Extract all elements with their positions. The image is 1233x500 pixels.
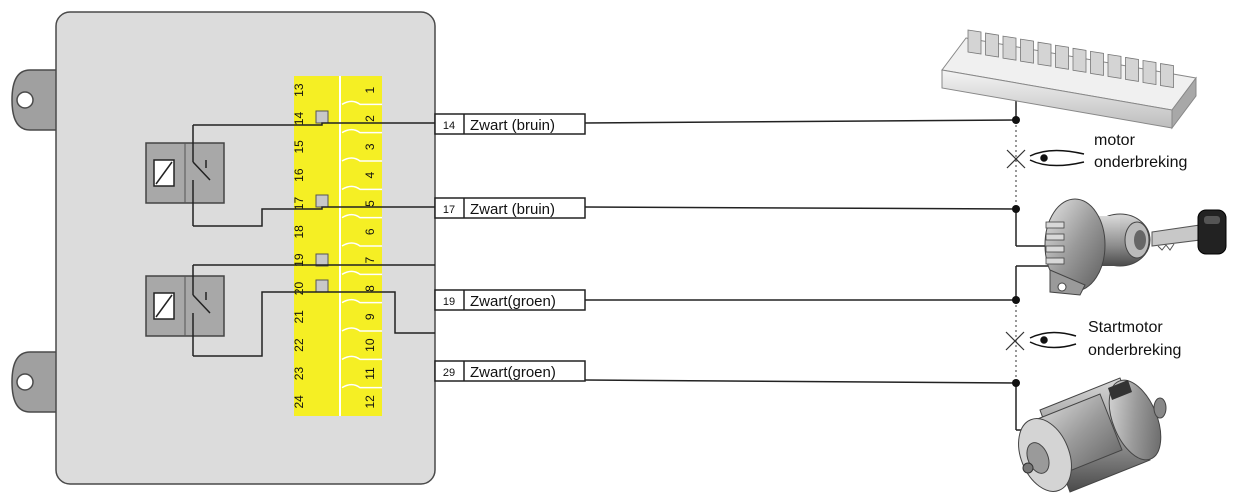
- connector-pin-bottom-9: 9: [363, 313, 377, 320]
- key-icon: [1151, 209, 1227, 255]
- wire-label-19: 19 Zwart(groen): [434, 289, 586, 311]
- starter-motor-icon: [1018, 377, 1167, 493]
- junction-dots: [1012, 116, 1020, 387]
- fuse-slot: [1002, 35, 1017, 61]
- wire-number-14: 14: [443, 120, 455, 132]
- fuse-slot: [1055, 44, 1069, 70]
- wire-color-17: Zwart (bruin): [470, 201, 555, 218]
- connector-pin-bottom-11: 11: [363, 367, 377, 380]
- connector-pin-top-23: 23: [292, 367, 306, 381]
- connector-divider: [341, 327, 382, 332]
- connector-divider: [341, 128, 382, 134]
- wire-color-19: Zwart(groen): [470, 293, 556, 310]
- connector-pin-top-18: 18: [292, 225, 306, 239]
- connector-pin-top-17: 17: [292, 197, 306, 211]
- connector-divider: [341, 383, 382, 389]
- wire-color-14: Zwart (bruin): [470, 117, 555, 134]
- internal-wiring: [193, 122, 435, 357]
- connector-pin-top-15: 15: [292, 140, 306, 154]
- pin-contact-19: [315, 253, 329, 267]
- connector-divider: [341, 157, 382, 162]
- cut-mark-motor: [1006, 149, 1026, 169]
- connector-divider: [341, 270, 382, 276]
- fuse-slot: [1125, 56, 1139, 82]
- wire-number-29: 29: [443, 367, 455, 379]
- pliers-icon-start: [1029, 331, 1077, 349]
- cut-mark-start: [1005, 331, 1025, 351]
- fuse-box-icon: [941, 29, 1197, 130]
- mounting-ear-top: [11, 69, 61, 131]
- connector-pin-bottom-10: 10: [363, 338, 377, 352]
- connector-divider: [341, 100, 382, 106]
- motor-onderbreking-line1: motor: [1094, 132, 1136, 149]
- pin-contact-17: [315, 194, 329, 208]
- connector-pin-bottom-1: 1: [363, 87, 377, 94]
- connector-pin-top-13: 13: [292, 83, 306, 97]
- connector-pin-top-22: 22: [292, 338, 306, 352]
- connector-pin-top-21: 21: [292, 310, 306, 324]
- connector-divider: [341, 213, 382, 219]
- connector-pin-top-14: 14: [292, 112, 306, 126]
- connector-pin-top-24: 24: [292, 395, 306, 409]
- fuse-slot: [1090, 50, 1104, 76]
- connector-pin-bottom-6: 6: [363, 228, 377, 235]
- motor-onderbreking-line2: onderbreking: [1094, 154, 1187, 171]
- ignition-switch-icon: [1044, 198, 1151, 296]
- relay-2: [145, 265, 225, 356]
- connector-divider: [341, 355, 382, 361]
- wire-label-14: 14 Zwart (bruin): [434, 113, 586, 135]
- connector-pin-top-19: 19: [292, 253, 306, 267]
- pin-contact-14: [315, 110, 329, 124]
- connector-pin-top-20: 20: [292, 282, 306, 296]
- wire-label-29: 29 Zwart(groen): [434, 360, 586, 382]
- wire-number-19: 19: [443, 296, 455, 308]
- connector-pin-bottom-12: 12: [363, 395, 377, 409]
- fuse-slot: [985, 32, 999, 58]
- wire-color-29: Zwart(groen): [470, 364, 556, 381]
- connector-pin-top-16: 16: [292, 168, 306, 182]
- mounting-ear-bottom: [11, 351, 61, 413]
- connector-pin-bottom-8: 8: [363, 285, 377, 292]
- fuse-slot: [1072, 47, 1087, 73]
- wire-number-17: 17: [443, 204, 455, 216]
- connector-pin-bottom-3: 3: [363, 143, 377, 150]
- fuse-slot: [1107, 53, 1122, 79]
- connector-divider: [341, 242, 382, 247]
- connector-pin-bottom-5: 5: [363, 200, 377, 207]
- connector-divider: [341, 298, 382, 304]
- startmotor-onderbreking-line1: Startmotor: [1088, 319, 1163, 336]
- pliers-icon-motor: [1029, 149, 1085, 167]
- fuse-slot: [1160, 63, 1174, 89]
- fuse-slot: [1142, 60, 1157, 85]
- connector-pin-bottom-7: 7: [363, 257, 377, 264]
- relay-1: [145, 125, 225, 226]
- startmotor-onderbreking-line2: onderbreking: [1088, 342, 1181, 359]
- connector-block: 13 1 14 2 15 3 16 4 17 5 18 6 19 7 20 8 21 9 22 10 23 11 24 12: [292, 76, 382, 416]
- wire-label-17: 17 Zwart (bruin): [434, 197, 586, 219]
- connector-pin-bottom-4: 4: [363, 172, 377, 179]
- fuse-slot: [1037, 41, 1052, 67]
- fuse-slot: [967, 29, 982, 55]
- pin-contact-20: [315, 279, 329, 293]
- connector-pin-bottom-2: 2: [363, 115, 377, 122]
- connector-divider: [341, 185, 382, 191]
- fuse-slot: [1020, 38, 1034, 64]
- external-wiring: [584, 80, 1050, 431]
